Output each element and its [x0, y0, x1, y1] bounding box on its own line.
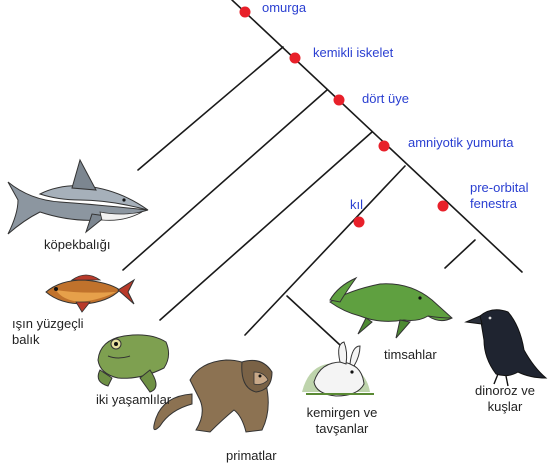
- trait-label-vertebra: omurga: [262, 0, 307, 15]
- branch-rayfin: [122, 89, 328, 271]
- crow-icon: [464, 309, 548, 387]
- crocodile-icon: [329, 276, 453, 339]
- taxon-label-birds-line2: kuşlar: [487, 399, 523, 414]
- taxon-label-crocodiles: timsahlar: [384, 347, 437, 362]
- marker-preorbital: [437, 200, 449, 212]
- taxon-label-shark: köpekbalığı: [44, 237, 111, 252]
- trait-label-amniotic-egg: amniyotik yumurta: [408, 135, 514, 150]
- taxon-label-rodents: kemirgen ve tavşanlar: [303, 405, 381, 437]
- taxon-label-rayfin-line2: balık: [12, 332, 40, 347]
- taxon-label-amphibians: iki yaşamlılar: [96, 392, 172, 407]
- trait-label-four-limbs: dört üye: [362, 91, 409, 106]
- taxon-label-birds-line1: dinoroz ve: [475, 383, 535, 398]
- rabbit-icon: [302, 341, 374, 397]
- marker-bony-skeleton: [289, 52, 301, 64]
- trait-label-bony-skeleton: kemikli iskelet: [313, 45, 394, 60]
- branch-mammal: [244, 165, 406, 336]
- taxon-label-primates: primatlar: [226, 448, 277, 463]
- taxon-label-rayfin: ışın yüzgeçli balık: [12, 316, 84, 348]
- taxon-label-birds: dinoroz ve kuşlar: [466, 383, 544, 415]
- taxon-label-rodents-line1: kemirgen ve: [306, 405, 378, 420]
- branch-croc: [444, 239, 476, 269]
- branch-shark: [137, 46, 284, 171]
- main-stem: [231, 0, 523, 273]
- branch-rodent: [286, 295, 341, 346]
- monkey-icon: [153, 359, 273, 433]
- marker-vertebra: [239, 6, 251, 18]
- marker-amniotic-egg: [378, 140, 390, 152]
- trait-label-preorbital-line2: fenestra: [470, 196, 517, 211]
- branch-amphibian: [159, 131, 373, 321]
- frog-icon: [97, 334, 170, 393]
- trait-label-preorbital: pre-orbital fenestra: [470, 180, 529, 212]
- taxon-label-rodents-line2: tavşanlar: [315, 421, 369, 436]
- shark-icon: [7, 158, 149, 235]
- tree-branches: [122, 0, 523, 346]
- taxon-label-rayfin-line1: ışın yüzgeçli: [12, 316, 84, 331]
- fish-icon: [45, 274, 136, 313]
- trait-markers: [239, 6, 449, 228]
- trait-label-hair: kıl: [350, 197, 363, 212]
- marker-four-limbs: [333, 94, 345, 106]
- marker-hair: [353, 216, 365, 228]
- trait-label-preorbital-line1: pre-orbital: [470, 180, 529, 195]
